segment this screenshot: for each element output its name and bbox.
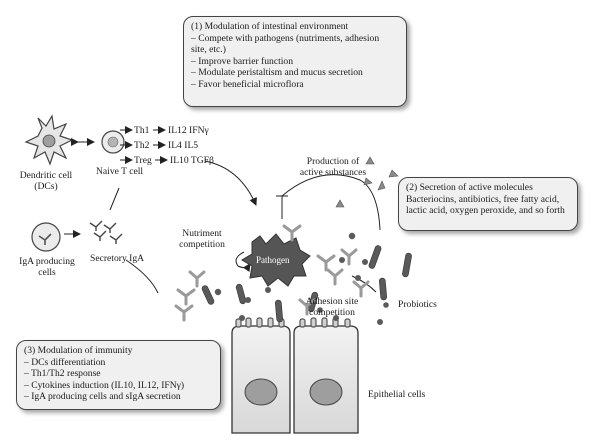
box3-item: – Th1/Th2 response bbox=[24, 368, 101, 380]
th2-label: Th2 bbox=[134, 140, 150, 151]
th1-cytokines-label: IL12 IFNγ bbox=[168, 125, 209, 136]
box3-item: – Cytokines induction (IL10, IL12, IFNγ) bbox=[24, 379, 185, 391]
nutriment-curl-arrow bbox=[235, 251, 251, 273]
box1-item: – Improve barrier function bbox=[191, 55, 294, 67]
naive-t-cell-icon bbox=[101, 130, 125, 154]
naive-t-cell-label: Naive T cell bbox=[96, 166, 144, 177]
pathogen-icon bbox=[241, 233, 311, 287]
immunity-box: (3) Modulation of immunity – DCs differe… bbox=[16, 340, 221, 410]
box2-item: Bacteriocins, antibiotics, free fatty ac… bbox=[406, 193, 560, 205]
intestinal-environment-box: (1) Modulation of intestinal environment… bbox=[183, 16, 407, 107]
active-substance-particles bbox=[214, 232, 389, 325]
immunity-to-pathogen-arrow bbox=[204, 160, 257, 206]
box1-title: (1) Modulation of intestinal environment bbox=[191, 21, 349, 32]
treg-cytokines-label: IL10 TGFβ bbox=[170, 155, 214, 166]
substances-arc bbox=[281, 174, 381, 231]
box2-title: (2) Secretion of active molecules bbox=[406, 182, 533, 193]
box1-item: – Modulate peristaltism and mucus secret… bbox=[191, 67, 363, 79]
box1-item: – Favor beneficial microflora bbox=[191, 78, 304, 90]
box3-item: – IgA producing cells and sIgA secretion bbox=[24, 391, 181, 403]
treg-label: Treg bbox=[134, 155, 152, 166]
box3-item: – DCs differentiation bbox=[24, 356, 106, 368]
substances-inhibit-pathogen bbox=[276, 195, 288, 219]
iga-producing-cell-icon bbox=[31, 222, 61, 252]
th1-label: Th1 bbox=[134, 125, 150, 136]
box1-item: – Compete with pathogens (nutriments, ad… bbox=[191, 32, 380, 44]
box2-item: lactic acid, oxygen peroxide, and so for… bbox=[406, 205, 565, 217]
nucleus-left bbox=[244, 378, 278, 406]
iga-to-epithelium-arc bbox=[125, 259, 159, 294]
box1-item: site, etc.) bbox=[191, 44, 226, 56]
tcell-iga-connector bbox=[109, 187, 120, 211]
pathogen-label: Pathogen bbox=[256, 255, 290, 265]
active-molecules-box: (2) Secretion of active molecules Bacter… bbox=[398, 177, 578, 231]
epithelial-cells-label: Epithelial cells bbox=[368, 389, 426, 400]
th2-cytokines-label: IL4 IL5 bbox=[168, 140, 199, 151]
probiotics-label: Probiotics bbox=[398, 299, 437, 310]
nucleus-right bbox=[309, 378, 343, 406]
secretory-iga-icon bbox=[89, 220, 123, 244]
dendritic-cell-icon bbox=[24, 114, 74, 166]
flow-arrows bbox=[125, 160, 381, 294]
secretory-iga-label: Secretory IgA bbox=[90, 253, 145, 264]
antibodies bbox=[174, 224, 370, 322]
dendritic-cell-label: Dendritic cell(DCs) bbox=[19, 170, 73, 192]
t-cell-differentiation-arrows bbox=[120, 126, 168, 164]
box3-title: (3) Modulation of immunity bbox=[24, 345, 133, 356]
epithelial-cells bbox=[231, 317, 359, 434]
